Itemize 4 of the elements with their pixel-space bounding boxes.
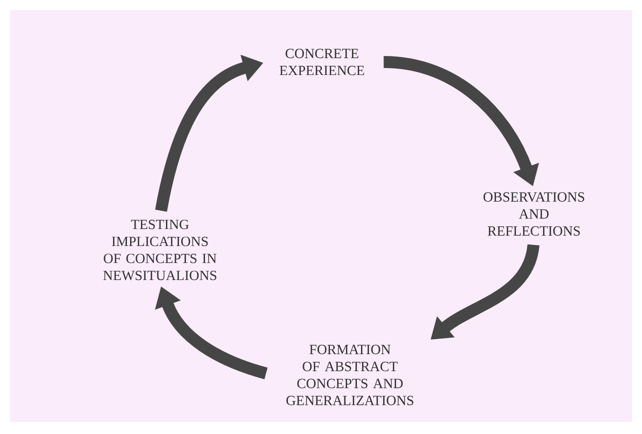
- stage-label: TESTING IMPLICATIONS OF CONCEPTS IN NEWSITUALIONS: [103, 220, 216, 280]
- stage-label: FORMATION OF ABSTRACT CONCEPTS AND GENERALIZATIONS: [286, 344, 414, 406]
- stage-label: OBSERVATIONS AND REFLECTIONS: [484, 192, 584, 236]
- stage-label: CONCRETE EXPERIENCE: [280, 48, 364, 76]
